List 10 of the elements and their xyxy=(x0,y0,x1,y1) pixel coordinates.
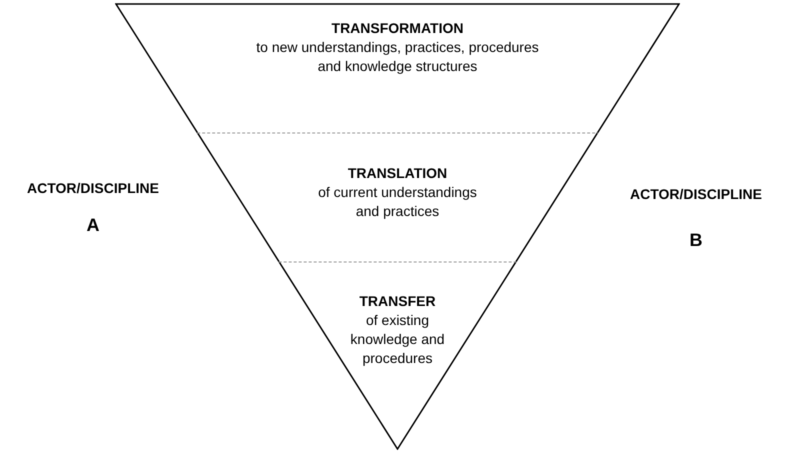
actor-letter: B xyxy=(688,229,704,252)
section-heading: TRANSLATION xyxy=(348,164,448,183)
actor-label: ACTOR/DISCIPLINE xyxy=(26,179,160,198)
section-description: to new understandings, practices, procedures and knowledge structures xyxy=(255,38,540,76)
section-heading: TRANSFORMATION xyxy=(332,19,464,38)
actor-letter: A xyxy=(86,214,100,237)
section-heading: TRANSFER xyxy=(359,292,436,311)
section-description: of existing knowledge and procedures xyxy=(349,311,446,368)
actor-label: ACTOR/DISCIPLINE xyxy=(629,185,763,204)
section-description: of current understandings and practices xyxy=(318,183,478,221)
